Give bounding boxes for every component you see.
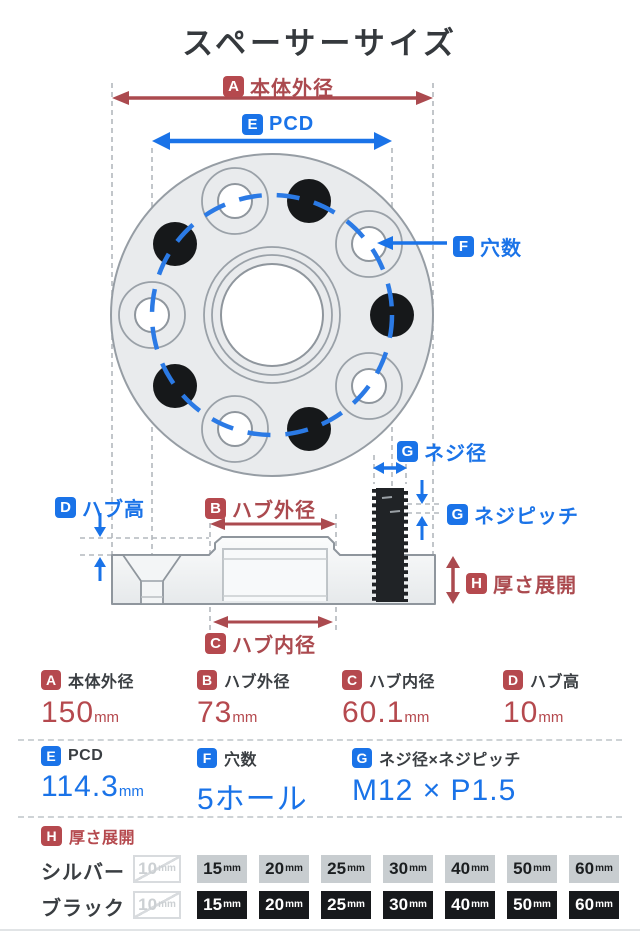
black-row-label: ブラック — [41, 898, 125, 920]
label-hole-count: F 穴数 — [453, 232, 522, 261]
outer-diameter-arrow — [112, 91, 433, 105]
label-thickness: H 厚さ展開 — [466, 569, 577, 598]
pcd-arrow — [152, 132, 392, 150]
badge-b: B — [205, 498, 226, 519]
badge-e: E — [242, 114, 263, 135]
thread-diameter-arrow — [373, 462, 407, 474]
label-outer-diameter: A 本体外径 — [223, 72, 334, 101]
label-hub-height: D ハブ高 — [55, 493, 145, 522]
badge-c: C — [342, 670, 362, 690]
label-pcd: E PCD — [242, 113, 314, 136]
thickness-arrow — [446, 556, 460, 604]
badge-a: A — [41, 670, 61, 690]
badge-f: F — [453, 236, 474, 257]
hub-height-arrows — [94, 513, 106, 581]
pcd-dashed-circle — [149, 192, 395, 438]
label-hub-inner: C ハブ内径 — [205, 629, 316, 658]
page-title: スペーサーサイズ — [182, 26, 458, 61]
label-thread-pitch: G ネジピッチ — [447, 500, 579, 529]
label-thread-diameter: G ネジ径 — [397, 437, 487, 466]
badge-g2: G — [447, 504, 468, 525]
divider — [18, 816, 622, 818]
bottom-divider — [0, 929, 640, 931]
spacer-diagram — [80, 83, 460, 630]
badge-c: C — [205, 633, 226, 654]
spacer-side-view — [111, 488, 436, 605]
stud-bolt — [372, 488, 408, 602]
badge-g: G — [352, 748, 372, 768]
silver-row-label: シルバー — [41, 862, 125, 884]
divider — [18, 739, 622, 741]
center-bore — [220, 263, 324, 367]
badge-f: F — [197, 748, 217, 768]
hub-inner-arrow — [213, 616, 333, 628]
badge-h: H — [41, 826, 62, 846]
badge-d: D — [55, 497, 76, 518]
hole-count-arrow — [377, 236, 447, 250]
badge-b: B — [197, 670, 217, 690]
hub-outer-arrow — [210, 518, 336, 530]
badge-e: E — [41, 746, 61, 766]
thread-pitch-arrows — [416, 480, 428, 540]
thickness-header: H 厚さ展開 — [41, 824, 135, 848]
label-hub-outer: B ハブ外径 — [205, 494, 316, 523]
badge-a: A — [223, 76, 244, 97]
badge-g: G — [397, 441, 418, 462]
badge-h: H — [466, 573, 487, 594]
badge-d: D — [503, 670, 523, 690]
spacer-top-view — [110, 153, 434, 477]
